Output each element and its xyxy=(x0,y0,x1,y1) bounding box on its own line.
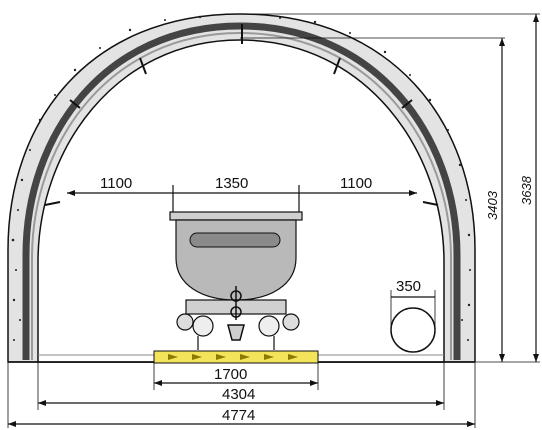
arch-anchors xyxy=(44,24,439,206)
outer-width-dimension-line xyxy=(7,363,476,428)
inner-height-dimension-line xyxy=(240,37,510,363)
dimension-span-left: 1100 xyxy=(100,175,132,192)
outer-height-dimension-line xyxy=(240,13,540,363)
dimension-outer-width: 4774 xyxy=(222,407,255,424)
tunnel-inner-opening xyxy=(37,39,445,363)
concrete-texture xyxy=(11,15,471,341)
wheel-right-inner xyxy=(258,315,280,337)
mine-cart xyxy=(169,211,303,350)
dimension-span-center: 1350 xyxy=(215,175,248,192)
span-dimension-line xyxy=(67,185,417,213)
cart-rim xyxy=(169,211,303,221)
wheel-left-inner xyxy=(192,315,214,337)
dimension-pipe-width: 350 xyxy=(396,278,421,295)
inner-width-dimension-line xyxy=(37,363,445,410)
pipe-dimension-line xyxy=(390,290,436,330)
cart-window xyxy=(189,232,281,248)
drainage-pipe xyxy=(390,307,436,353)
steel-arch-support-inner xyxy=(31,31,452,360)
steel-arch-support xyxy=(22,22,461,360)
rail-track xyxy=(153,350,319,364)
dimension-inner-width: 4304 xyxy=(222,386,255,403)
dimension-outer-height: 3638 xyxy=(519,175,534,205)
wheel-left-outer xyxy=(176,313,194,331)
wheel-right-outer xyxy=(282,313,300,331)
dimension-rail-width: 1700 xyxy=(214,366,247,383)
rail-dimension-line xyxy=(153,363,319,390)
dimension-inner-height: 3403 xyxy=(485,190,500,220)
track-arrows xyxy=(168,354,298,360)
cart-coupling xyxy=(227,286,245,341)
dimension-span-right: 1100 xyxy=(340,175,372,192)
